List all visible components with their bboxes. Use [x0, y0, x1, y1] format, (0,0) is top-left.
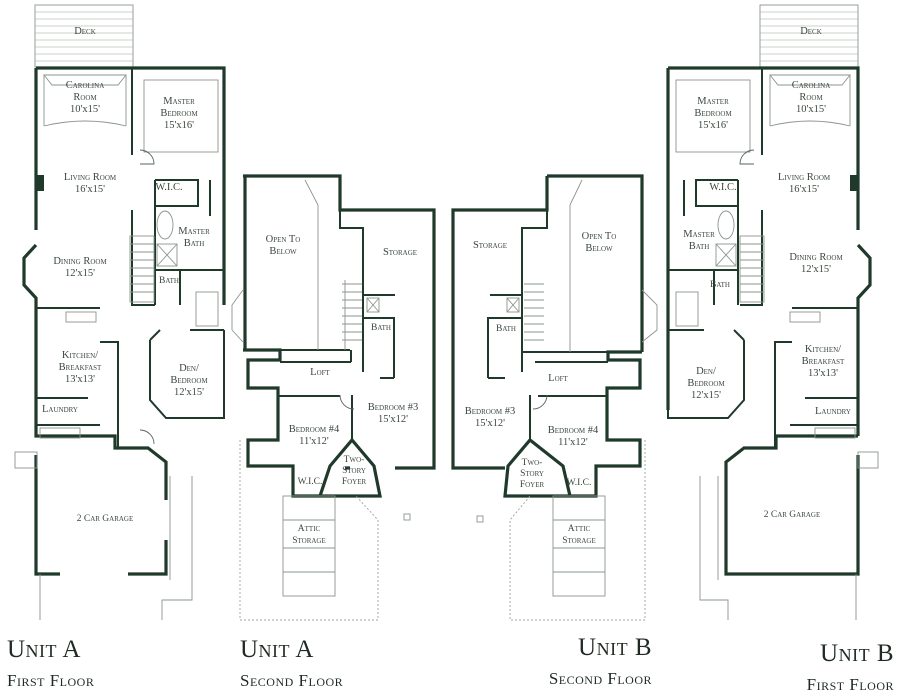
room-label-storage: Storage [472, 240, 508, 251]
room-label-loft: Loft [548, 373, 568, 384]
room-label-master-bath: Master Bath [683, 229, 715, 252]
room-label-wic: W.I.C. [709, 182, 737, 193]
room-label-bath: Bath [710, 280, 730, 290]
unit-b-second-floor-plan [451, 174, 658, 621]
room-label-deck: Deck [800, 26, 822, 37]
floor-name: Second Floor [548, 669, 652, 688]
room-label-laundry: Laundry [42, 404, 78, 415]
room-label-garage: 2 Car Garage [76, 514, 134, 524]
unit-name: Unit A [7, 636, 81, 663]
room-label-bath: Bath [159, 276, 179, 286]
floor-name: First Floor [806, 675, 894, 694]
unit-b-first-floor-plan [666, 4, 879, 620]
room-label-garage: 2 Car Garage [763, 510, 821, 520]
room-label-attic-storage: Attic Storage [292, 524, 326, 546]
unit-name: Unit B [820, 640, 894, 667]
floor-name: Second Floor [240, 671, 344, 690]
room-label-laundry: Laundry [815, 406, 851, 417]
room-label-loft: Loft [310, 367, 330, 378]
room-label-two-story-foyer: Two- Story Foyer [341, 455, 367, 487]
room-label-bath: Bath [371, 323, 391, 333]
unit-name: Unit B [578, 634, 652, 661]
plan-title-unit-b-second-floor: Unit B Second Floor [549, 634, 652, 690]
room-label-master-bath: Master Bath [178, 226, 210, 249]
plan-title-unit-b-first-floor: Unit B First Floor [807, 640, 894, 696]
room-label-open-to-below: Open To Below [581, 231, 617, 254]
room-label-wic: W.I.C. [297, 477, 323, 487]
room-label-wic: W.I.C. [155, 182, 183, 193]
room-label-open-to-below: Open To Below [265, 234, 301, 257]
unit-a-second-floor-plan [231, 174, 436, 621]
room-label-bath: Bath [496, 324, 516, 334]
floor-name: First Floor [7, 671, 95, 690]
unit-name: Unit A [240, 636, 314, 663]
unit-a-first-floor-plan [14, 4, 226, 620]
room-label-deck: Deck [74, 26, 96, 37]
room-label-storage: Storage [382, 247, 418, 258]
room-label-wic: W.I.C. [566, 478, 592, 488]
room-label-two-story-foyer: Two- Story Foyer [519, 458, 545, 490]
room-label-attic-storage: Attic Storage [562, 524, 596, 546]
